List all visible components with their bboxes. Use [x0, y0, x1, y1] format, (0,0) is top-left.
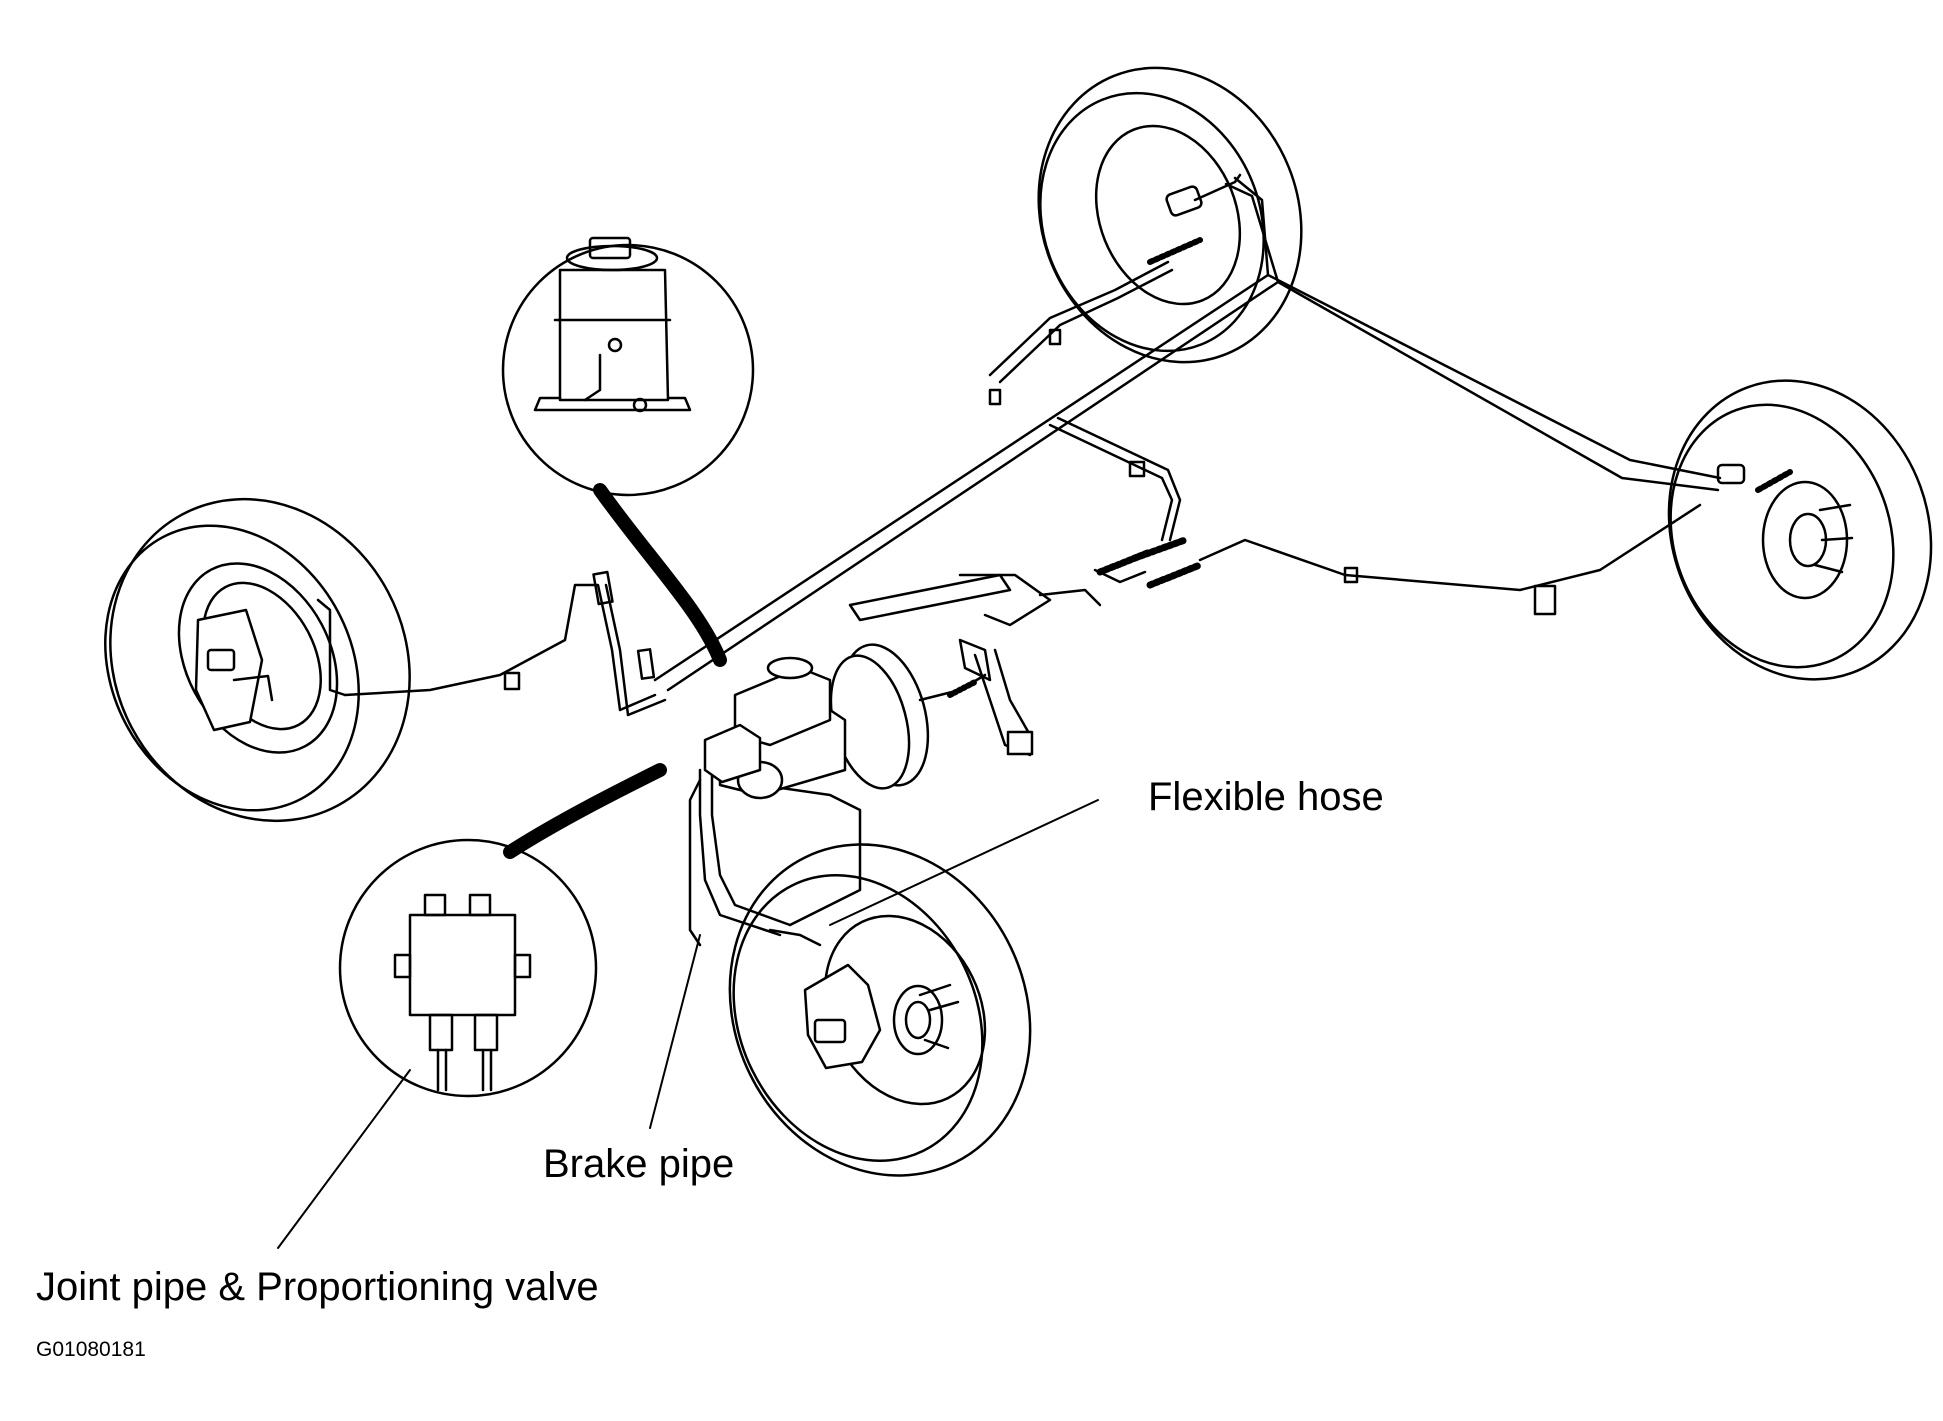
joint-pipe-proportioning-valve-label: Joint pipe & Proportioning valve	[36, 1265, 599, 1309]
flexible-hose-label: Flexible hose	[1148, 775, 1384, 819]
front-right-wheel	[728, 843, 1032, 1177]
rear-left-wheel	[1037, 66, 1303, 364]
joint-pipe-detail-callout	[338, 763, 667, 1098]
figure-code: G01080181	[36, 1338, 146, 1361]
master-cylinder-booster	[703, 643, 987, 800]
brake-pipe-label: Brake pipe	[543, 1142, 735, 1186]
reservoir-detail-callout	[501, 236, 755, 667]
pedal-assembly	[848, 536, 1204, 757]
front-left-wheel	[104, 497, 411, 823]
rear-right-wheel	[1667, 379, 1933, 681]
front-right-caliper	[803, 963, 882, 1070]
leader-lines	[277, 799, 1099, 1249]
brake-pipes	[316, 176, 1722, 947]
